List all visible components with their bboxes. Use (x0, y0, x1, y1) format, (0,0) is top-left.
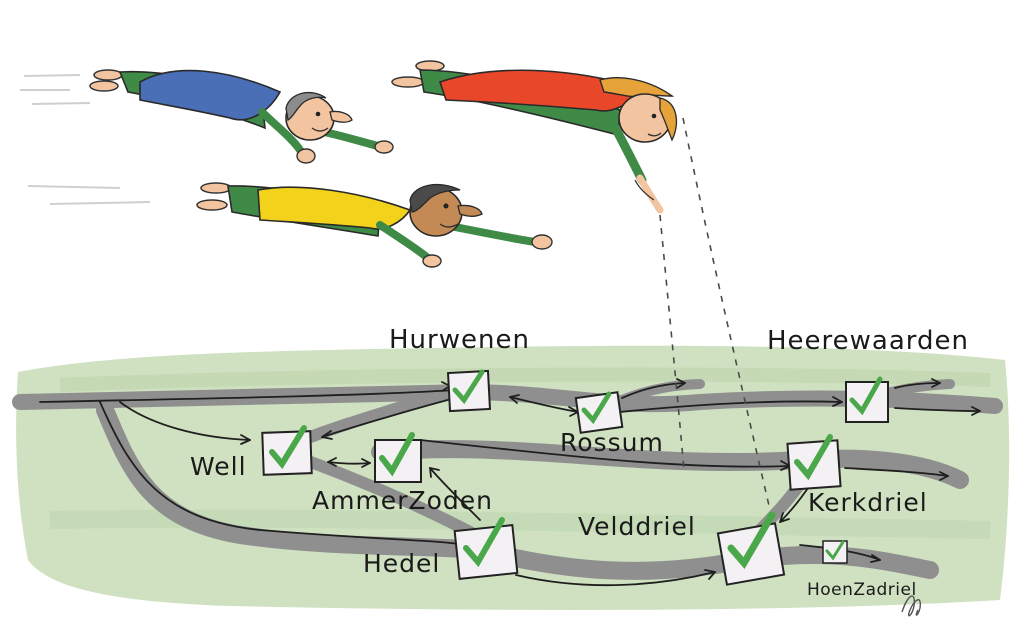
flying-hero-yellow-cape (27, 182, 553, 268)
place-label-hoenzadriel: HoenZadriel (807, 580, 917, 600)
place-label-kerkdriel: Kerkdriel (808, 488, 928, 517)
checkbox-hedel (453, 517, 519, 580)
checkbox-velddriel (716, 511, 786, 586)
route-lines (39, 378, 981, 587)
place-label-well: Well (190, 452, 247, 481)
checkbox-heerewaarden (845, 376, 889, 423)
checkbox-hurwenen (446, 369, 492, 413)
checkbox-well (261, 425, 313, 476)
checkbox-kerkdriel (786, 434, 842, 491)
checkbox-ammerzoden (374, 432, 422, 483)
flying-hero-blue-cape (20, 69, 394, 164)
place-label-rossum: Rossum (560, 428, 664, 457)
flying-hero-red-cape (391, 60, 678, 214)
place-label-ammerzoden: AmmerZoden (312, 486, 493, 515)
artist-signature (901, 595, 922, 617)
checkpoint-markers (261, 369, 889, 586)
pointing-lines (659, 117, 771, 511)
place-label-heerewaarden: Heerewaarden (767, 326, 969, 356)
place-label-hurwenen: Hurwenen (389, 325, 530, 355)
place-label-hedel: Hedel (363, 549, 441, 578)
place-label-velddriel: Velddriel (578, 512, 696, 541)
checkbox-hoenzadriel (822, 540, 848, 564)
checkbox-rossum (574, 391, 624, 434)
